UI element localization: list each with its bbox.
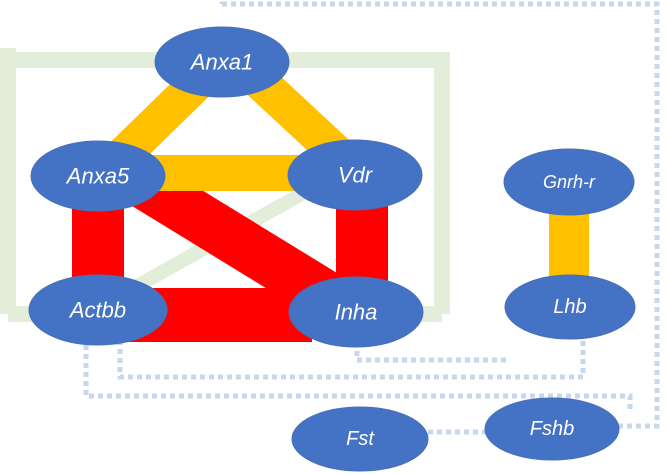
node-actbb[interactable]: Actbb: [28, 274, 168, 346]
node-anxa1-label: Anxa1: [189, 50, 253, 75]
node-anxa1[interactable]: Anxa1: [154, 26, 290, 98]
node-lhb-label: Lhb: [553, 296, 586, 318]
node-inha-shape: [288, 276, 424, 348]
node-fshb-shape: [484, 397, 620, 461]
dotted-edges: [83, 1, 660, 435]
node-gnrh-r[interactable]: Gnrh-r: [503, 148, 635, 216]
node-anxa5[interactable]: Anxa5: [30, 140, 166, 212]
edge-dotted-lower: [83, 345, 633, 412]
node-fshb-label: Fshb: [530, 418, 574, 440]
nodes: Anxa1 Anxa5 Vdr Actbb Inha Gnrh-r Lhb F: [28, 26, 636, 472]
node-actbb-shape: [28, 274, 168, 346]
node-anxa1-shape: [154, 26, 290, 98]
node-inha[interactable]: Inha: [288, 276, 424, 348]
node-gnrh-r-shape: [503, 148, 635, 216]
node-vdr-shape: [287, 139, 423, 211]
node-fst-shape: [291, 406, 429, 472]
node-actbb-label: Actbb: [68, 298, 126, 323]
node-inha-label: Inha: [335, 300, 378, 325]
node-fst-label: Fst: [346, 428, 375, 450]
node-anxa5-shape: [30, 140, 166, 212]
node-lhb[interactable]: Lhb: [504, 274, 636, 340]
edge-dotted-outer: [219, 1, 660, 429]
node-vdr-label: Vdr: [338, 163, 374, 188]
edge-dotted-lhb-loop: [117, 338, 586, 380]
node-lhb-shape: [504, 274, 636, 340]
node-fshb[interactable]: Fshb: [484, 397, 620, 461]
node-gnrh-r-label: Gnrh-r: [543, 172, 596, 192]
edge-lightgreen-frame: [0, 48, 450, 322]
node-anxa5-label: Anxa5: [65, 164, 130, 189]
node-vdr[interactable]: Vdr: [287, 139, 423, 211]
edge-dotted-inha-lhb: [354, 342, 510, 363]
node-fst[interactable]: Fst: [291, 406, 429, 472]
